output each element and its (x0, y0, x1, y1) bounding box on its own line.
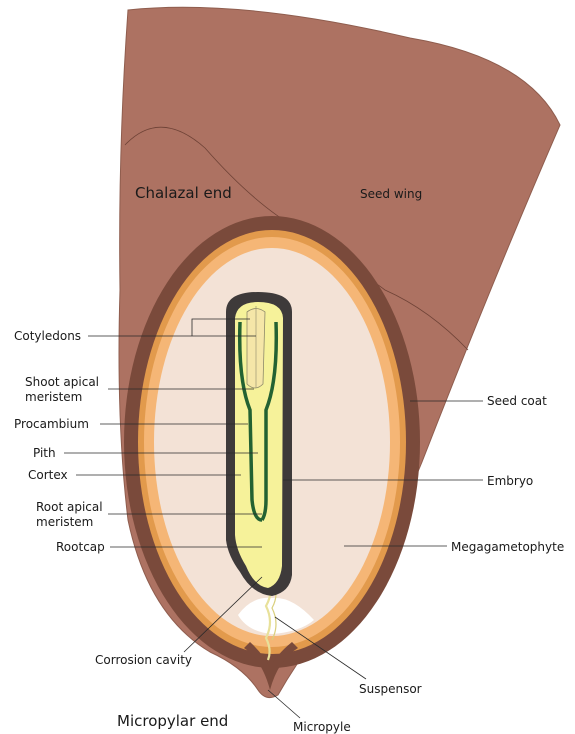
seed-coat-label: Seed coat (487, 394, 547, 408)
shoot-apical-meristem-label-line2: meristem (25, 390, 82, 404)
cortex-label: Cortex (28, 468, 68, 482)
cotyledons-label: Cotyledons (14, 329, 81, 343)
root-apical-meristem-label-line2: meristem (36, 515, 93, 529)
procambium-label: Procambium (14, 417, 89, 431)
shoot-apical-meristem-label-line1: Shoot apical (25, 375, 99, 389)
suspensor-label: Suspensor (359, 682, 422, 696)
pith-label: Pith (33, 446, 56, 460)
megagametophyte-label: Megagametophyte (451, 540, 564, 554)
corrosion-cavity-label: Corrosion cavity (95, 653, 192, 667)
rootcap-label: Rootcap (56, 540, 105, 554)
embryo-label: Embryo (487, 474, 533, 488)
seed-wing-label: Seed wing (360, 187, 422, 201)
micropylar-end-label: Micropylar end (117, 712, 228, 730)
chalazal-end-label: Chalazal end (135, 184, 232, 202)
micropyle-leader (268, 690, 300, 718)
micropyle-label: Micropyle (293, 720, 351, 734)
root-apical-meristem-label-line1: Root apical (36, 500, 103, 514)
